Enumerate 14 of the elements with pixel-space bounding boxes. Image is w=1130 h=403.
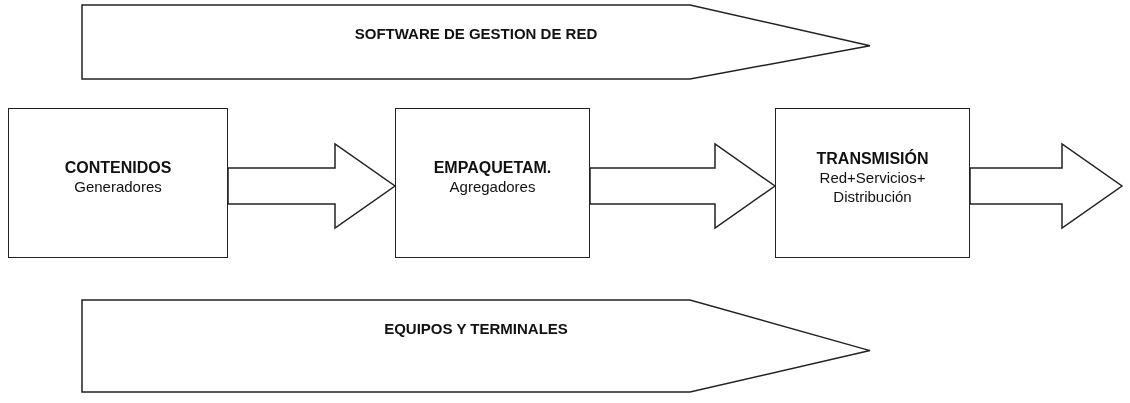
- stage-subtitle: Agregadores: [449, 177, 536, 197]
- stage-box: [8, 108, 228, 258]
- stage-subtitle: Red+Servicios+ Distribución: [818, 167, 927, 207]
- band-label: EQUIPOS Y TERMINALES: [384, 320, 568, 337]
- stage-title: EMPAQUETAM.: [433, 159, 552, 178]
- stage-box: [395, 108, 590, 258]
- block-arrow: [227, 142, 397, 230]
- stage-title: CONTENIDOS: [64, 159, 172, 178]
- stage-box: [775, 108, 970, 258]
- stage-title: TRANSMISIÓN: [816, 149, 929, 168]
- stage-subtitle: Generadores: [74, 177, 162, 197]
- block-arrow: [969, 142, 1124, 230]
- block-arrow: [589, 142, 777, 230]
- band-label: SOFTWARE DE GESTION DE RED: [354, 25, 598, 42]
